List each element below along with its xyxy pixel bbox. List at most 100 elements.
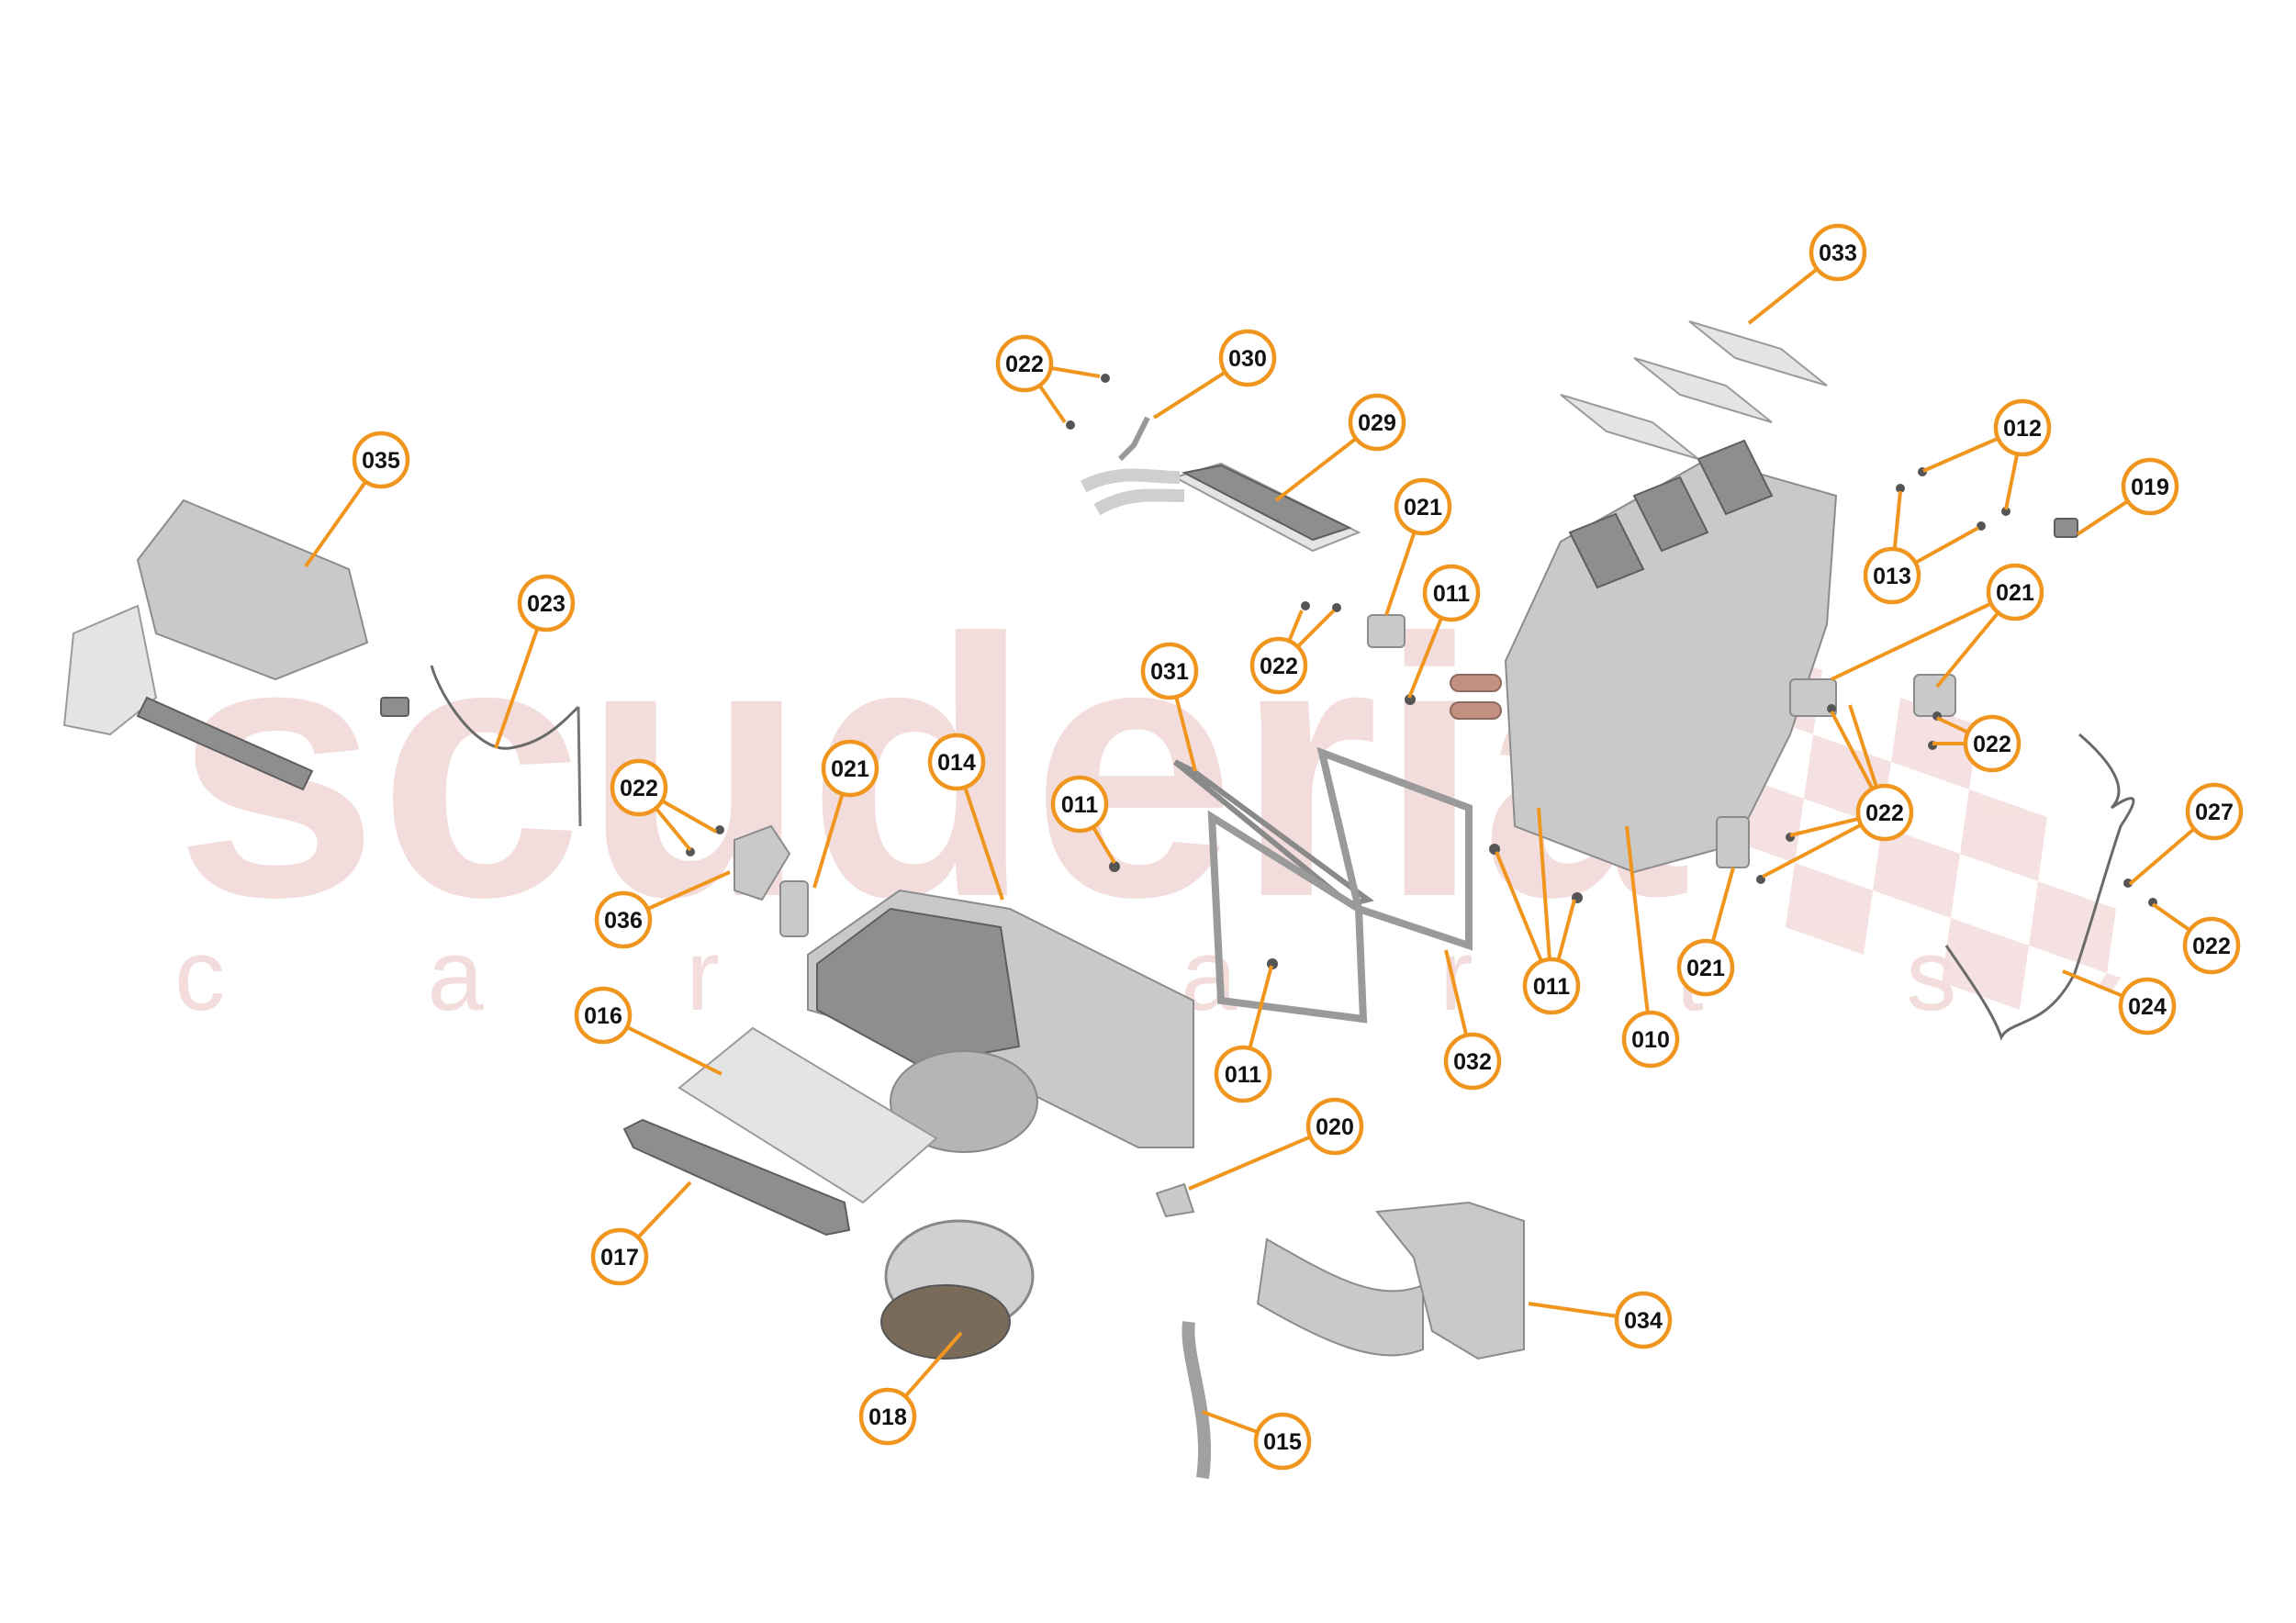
callout-011[interactable]: 011 (1050, 775, 1109, 834)
callout-circle[interactable] (1676, 938, 1735, 997)
callout-022[interactable]: 022 (1249, 636, 1308, 695)
part-021-actuator (1789, 678, 1837, 717)
callout-circle[interactable] (2185, 782, 2244, 841)
part-034-heat-shields (1256, 1201, 1525, 1360)
callout-circle[interactable] (1863, 546, 1921, 605)
callout-circle[interactable] (1522, 957, 1581, 1015)
part-018-blower-motor (880, 1219, 1035, 1360)
leader-line-032 (1444, 949, 1469, 1036)
callout-030[interactable]: 030 (1218, 329, 1277, 387)
callout-circle[interactable] (590, 1227, 649, 1286)
callout-036[interactable]: 036 (594, 890, 653, 949)
callout-label: 031 (1150, 659, 1189, 685)
callout-016[interactable]: 016 (574, 986, 633, 1045)
callout-circle[interactable] (1050, 775, 1109, 834)
part-032b-gasket (1316, 746, 1473, 951)
callout-022[interactable]: 022 (1963, 714, 2022, 773)
callout-023[interactable]: 023 (517, 574, 576, 632)
callout-circle[interactable] (610, 758, 668, 817)
callout-034[interactable]: 034 (1614, 1291, 1673, 1349)
callout-012[interactable]: 012 (1993, 398, 2052, 457)
callout-circle[interactable] (1305, 1097, 1364, 1156)
callout-021[interactable]: 021 (1676, 938, 1735, 997)
leader-line-021 (1710, 867, 1735, 943)
callout-035[interactable]: 035 (352, 431, 410, 489)
callout-label: 011 (1433, 581, 1470, 607)
callout-029[interactable]: 029 (1348, 393, 1406, 452)
callout-010[interactable]: 010 (1621, 1010, 1680, 1069)
callout-label: 022 (620, 776, 658, 801)
callout-circle[interactable] (2182, 916, 2241, 975)
callout-circle[interactable] (1249, 636, 1308, 695)
callout-014[interactable]: 014 (927, 733, 986, 791)
callout-label: 021 (1996, 580, 2034, 606)
callout-circle[interactable] (1253, 1412, 1312, 1471)
callout-label: 022 (1973, 732, 2011, 757)
callout-circle[interactable] (821, 739, 879, 798)
callout-circle[interactable] (995, 334, 1054, 393)
callout-022[interactable]: 022 (1855, 783, 1914, 842)
callout-circle[interactable] (594, 890, 653, 949)
callout-circle[interactable] (927, 733, 986, 791)
callout-circle[interactable] (1993, 398, 2052, 457)
callout-circle[interactable] (574, 986, 633, 1045)
callout-circle[interactable] (1855, 783, 1914, 842)
callout-circle[interactable] (2118, 977, 2177, 1035)
callout-circle[interactable] (1443, 1032, 1502, 1091)
callout-011[interactable]: 011 (1522, 957, 1581, 1015)
callout-033[interactable]: 033 (1809, 223, 1867, 282)
leader-line-021 (1384, 531, 1417, 616)
leader-line-013 (1892, 490, 1902, 550)
callout-032[interactable]: 032 (1443, 1032, 1502, 1091)
callout-circle[interactable] (1348, 393, 1406, 452)
callout-011[interactable]: 011 (1422, 564, 1481, 622)
callout-015[interactable]: 015 (1253, 1412, 1312, 1471)
part-021-actuator (1913, 674, 1956, 717)
callout-022[interactable]: 022 (610, 758, 668, 817)
callout-031[interactable]: 031 (1140, 642, 1199, 700)
callout-017[interactable]: 017 (590, 1227, 649, 1286)
callout-circle[interactable] (1394, 477, 1452, 536)
callout-circle[interactable] (1140, 642, 1199, 700)
callout-021[interactable]: 021 (1394, 477, 1452, 536)
callout-024[interactable]: 024 (2118, 977, 2177, 1035)
leader-line-022 (1296, 609, 1336, 648)
callout-circle[interactable] (1614, 1291, 1673, 1349)
callout-circle[interactable] (1422, 564, 1481, 622)
leader-lines (304, 267, 2196, 1434)
leader-line-017 (636, 1181, 692, 1239)
callout-circle[interactable] (1809, 223, 1867, 282)
callout-circle[interactable] (858, 1387, 917, 1446)
callout-circle[interactable] (2121, 457, 2179, 516)
leader-line-011 (1537, 807, 1551, 960)
part-031-gasket (1173, 759, 1374, 908)
callout-019[interactable]: 019 (2121, 457, 2179, 516)
callout-label: 024 (2128, 994, 2167, 1020)
leader-line-019 (2076, 499, 2129, 536)
callout-circle[interactable] (1621, 1010, 1680, 1069)
callout-020[interactable]: 020 (1305, 1097, 1364, 1156)
callout-022[interactable]: 022 (995, 334, 1054, 393)
leader-line-012 (1922, 436, 1999, 473)
callout-021[interactable]: 021 (1986, 563, 2044, 621)
callout-018[interactable]: 018 (858, 1387, 917, 1446)
leader-line-022 (1050, 365, 1101, 378)
callout-011[interactable]: 011 (1214, 1045, 1272, 1103)
callout-021[interactable]: 021 (821, 739, 879, 798)
callout-circle[interactable] (1986, 563, 2044, 621)
callout-label: 015 (1263, 1429, 1302, 1455)
callout-013[interactable]: 013 (1863, 546, 1921, 605)
leader-line-022 (1936, 716, 1969, 734)
callout-022[interactable]: 022 (2182, 916, 2241, 975)
leader-line-011 (1092, 825, 1116, 865)
callout-circle[interactable] (1963, 714, 2022, 773)
leader-line-016 (626, 1025, 722, 1076)
callout-circle[interactable] (1214, 1045, 1272, 1103)
callout-circle[interactable] (1218, 329, 1277, 387)
part-023-sensor (380, 665, 582, 827)
callout-circle[interactable] (517, 574, 576, 632)
callout-circle[interactable] (352, 431, 410, 489)
leader-line-022 (661, 799, 717, 834)
leader-line-010 (1625, 825, 1650, 1013)
callout-027[interactable]: 027 (2185, 782, 2244, 841)
